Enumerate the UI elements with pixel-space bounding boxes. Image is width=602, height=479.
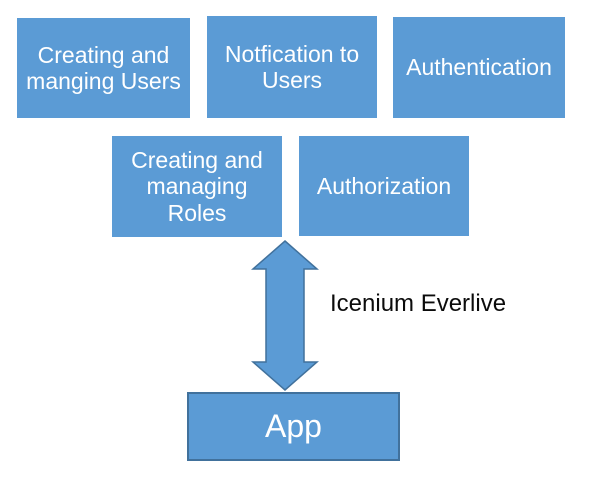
box-authentication: Authentication [393,17,565,118]
box-creating-managing-users: Creating and manging Users [17,18,190,118]
box-app: App [187,392,400,461]
connector-label: Icenium Everlive [330,290,507,317]
double-arrow-icon [251,240,319,391]
box-notification-to-users: Notfication to Users [207,16,377,118]
double-arrow-connector [251,240,319,391]
box-authorization: Authorization [299,136,469,236]
box-creating-managing-roles: Creating and managing Roles [112,136,282,237]
